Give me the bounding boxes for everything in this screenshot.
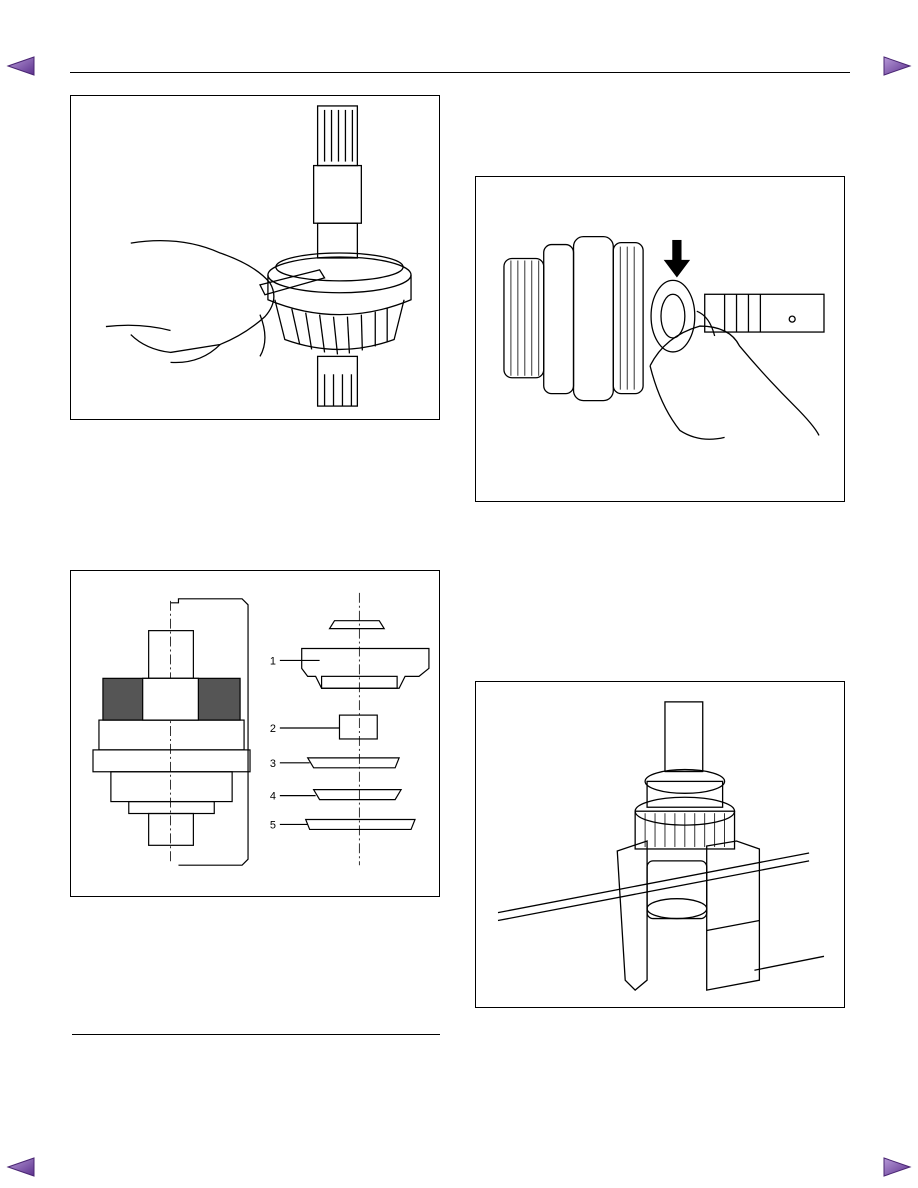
figure-bearing-install xyxy=(475,176,845,502)
callout-2: 2 xyxy=(270,723,276,735)
callout-1: 1 xyxy=(270,655,276,667)
callout-5: 5 xyxy=(270,819,276,831)
figure-hub-wrench xyxy=(70,95,440,420)
arrow-right-icon xyxy=(883,1157,912,1177)
header-rule xyxy=(70,72,850,73)
next-page-button-bottom[interactable] xyxy=(882,1156,912,1178)
next-page-button-top[interactable] xyxy=(882,55,912,77)
shaft-blocks-illustration xyxy=(497,701,825,991)
arrow-left-icon xyxy=(6,1157,35,1177)
hub-wrench-illustration xyxy=(105,105,412,407)
prev-page-button-top[interactable] xyxy=(6,55,36,77)
bearing-install-illustration xyxy=(503,235,825,440)
prev-page-button-bottom[interactable] xyxy=(6,1156,36,1178)
arrow-left-icon xyxy=(6,56,35,76)
callout-3: 3 xyxy=(270,758,276,770)
cross-section-illustration: 1 2 3 4 5 xyxy=(92,592,430,866)
section-rule xyxy=(72,1034,440,1035)
arrow-right-icon xyxy=(883,56,912,76)
figure-cross-section: 1 2 3 4 5 xyxy=(70,570,440,897)
callout-4: 4 xyxy=(270,791,276,803)
figure-shaft-blocks xyxy=(475,681,845,1008)
